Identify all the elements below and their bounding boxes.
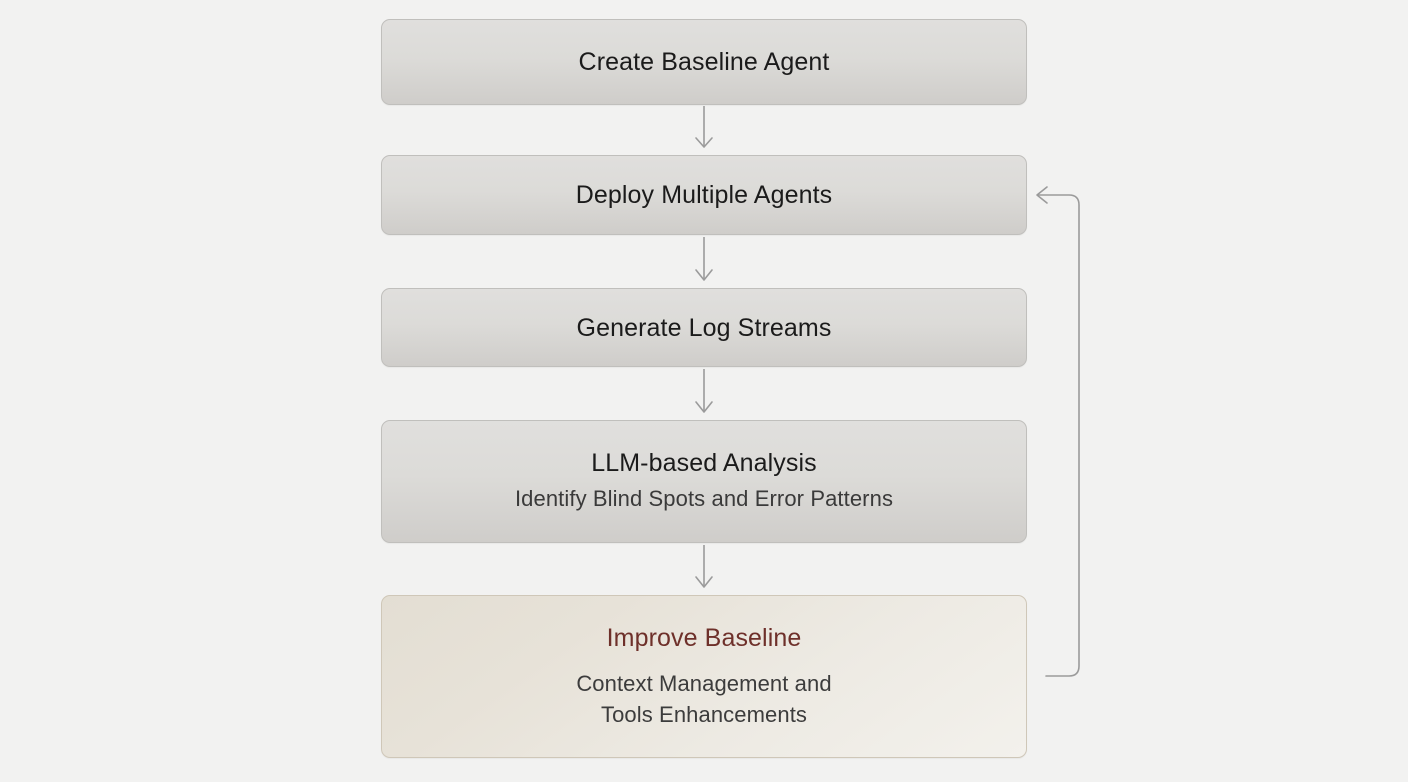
node-generate-log-streams[interactable]: Generate Log Streams [381, 288, 1027, 367]
node-title: Generate Log Streams [576, 313, 832, 342]
node-llm-based-analysis[interactable]: LLM-based Analysis Identify Blind Spots … [381, 420, 1027, 543]
node-title: Deploy Multiple Agents [575, 181, 833, 209]
node-subtitle-line-2: Tools Enhancements [600, 701, 808, 727]
edge-generate-to-analysis [695, 369, 713, 413]
node-create-baseline-agent[interactable]: Create Baseline Agent [381, 19, 1027, 105]
node-deploy-multiple-agents[interactable]: Deploy Multiple Agents [381, 155, 1027, 235]
edge-create-to-deploy [695, 106, 713, 148]
node-improve-baseline[interactable]: Improve Baseline Context Management and … [381, 595, 1027, 758]
edge-deploy-to-generate [695, 237, 713, 281]
node-title: Create Baseline Agent [578, 48, 830, 76]
node-title: LLM-based Analysis [591, 449, 817, 478]
node-subtitle-line-1: Context Management and [576, 671, 832, 697]
edge-analysis-to-improve [695, 545, 713, 588]
node-title: Improve Baseline [606, 624, 802, 653]
edge-improve-to-deploy-feedback [1036, 186, 1080, 677]
node-subtitle: Identify Blind Spots and Error Patterns [514, 486, 894, 512]
